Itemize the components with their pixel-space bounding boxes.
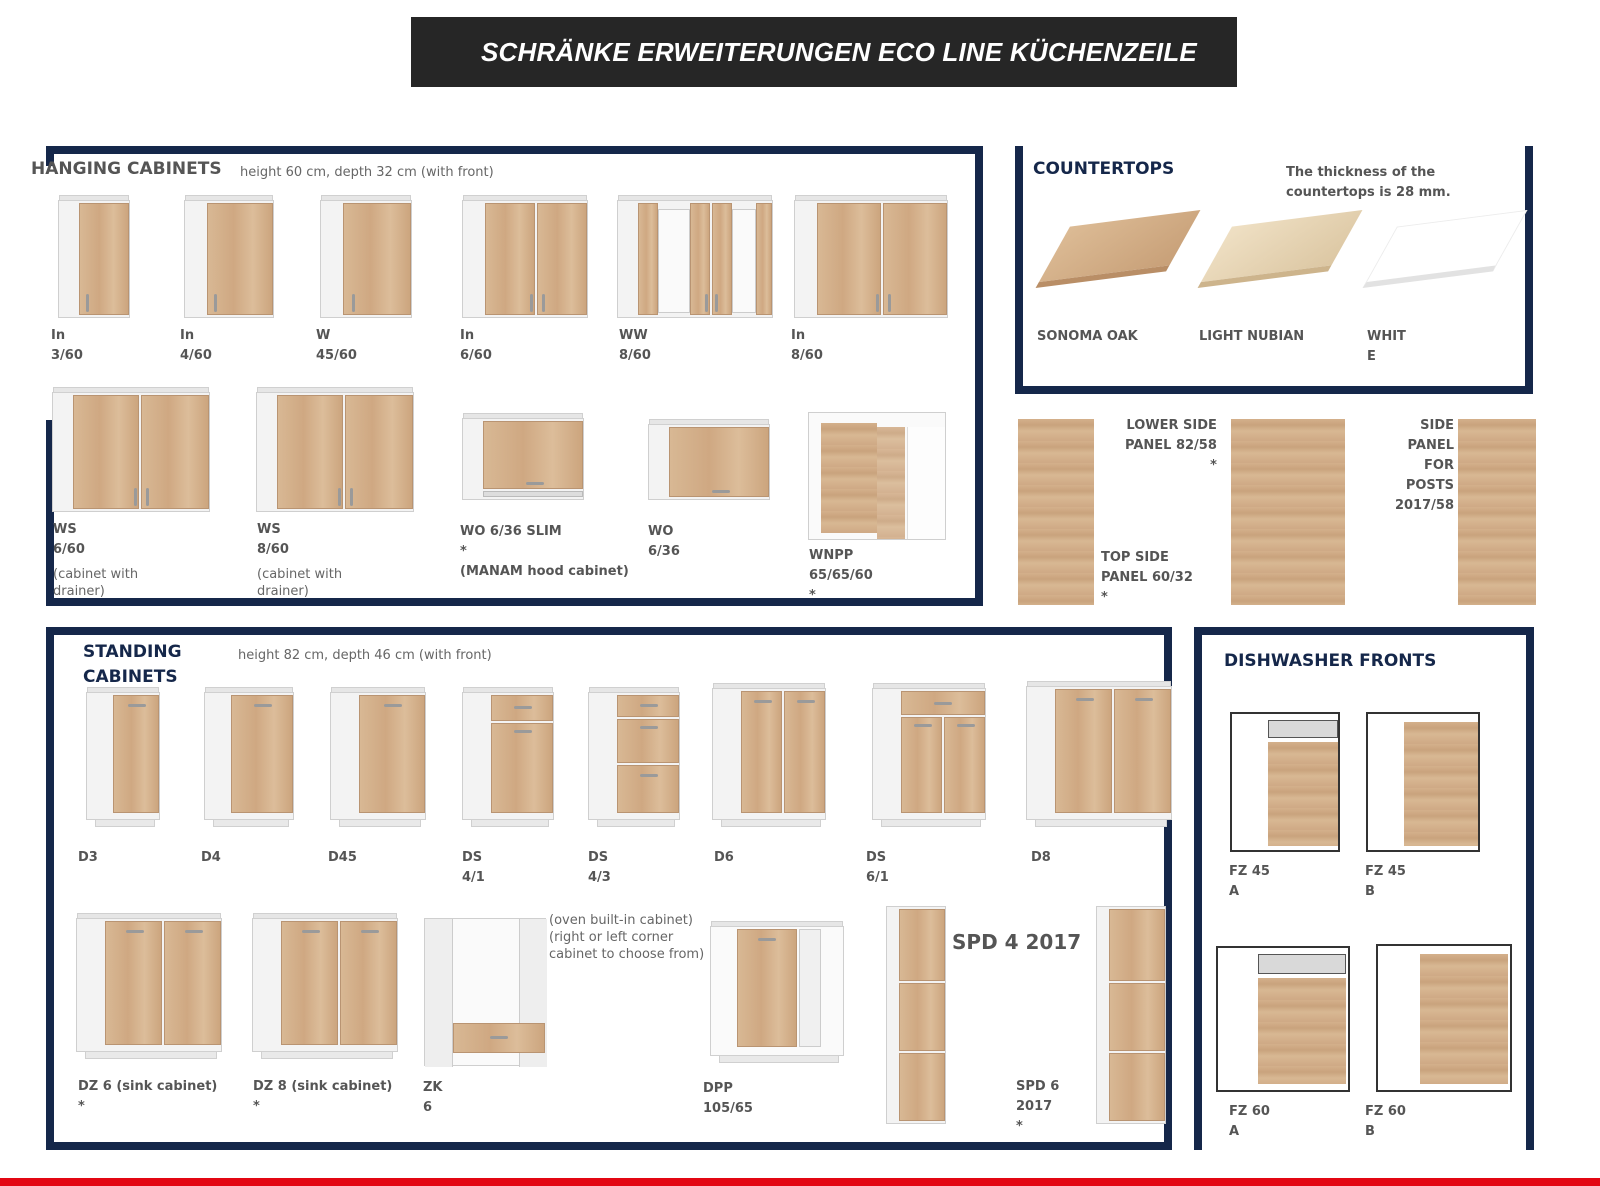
label-d45: D45 xyxy=(328,850,357,865)
dishwasher-title: DISHWASHER FRONTS xyxy=(1224,651,1437,671)
cabinet-ds-4-1 xyxy=(462,687,554,827)
hanging-subtitle: height 60 cm, depth 32 cm (with front) xyxy=(240,165,494,180)
cabinet-ds-6-1 xyxy=(872,683,986,827)
control-panel xyxy=(1258,954,1346,974)
side-panel-posts-swatch xyxy=(1458,419,1536,605)
cabinet-spd-6-2017 xyxy=(1096,906,1166,1124)
top-side-panel-swatch xyxy=(1018,419,1094,605)
cabinet-spd-4-2017 xyxy=(886,906,946,1124)
cabinet-dz-6-sink xyxy=(76,913,222,1059)
label-spd-4-2017: SPD 4 2017 xyxy=(952,930,1082,954)
label-ws-8-60: WS 8/60 xyxy=(257,522,289,557)
label-lower-side-panel: LOWER SIDE PANEL 82/58 * xyxy=(1125,418,1217,473)
countertops-panel xyxy=(1015,146,1533,394)
cabinet-ds-4-3 xyxy=(588,687,680,827)
label-d6: D6 xyxy=(714,850,734,865)
label-spd-6-2017: SPD 6 2017 * xyxy=(1016,1079,1060,1134)
page-banner: SCHRÄNKE ERWEITERUNGEN ECO LINE KÜCHENZE… xyxy=(411,17,1237,87)
cabinet-ws-6-60 xyxy=(52,387,210,512)
label-top-side-panel: TOP SIDE PANEL 60/32 * xyxy=(1101,550,1193,605)
cabinet-ww-8-60 xyxy=(617,195,773,318)
cabinet-d3 xyxy=(86,687,160,827)
label-zk-6: ZK 6 xyxy=(423,1080,443,1115)
label-light-nubian: LIGHT NUBIAN xyxy=(1199,329,1305,344)
cabinet-d8 xyxy=(1026,681,1172,827)
cabinet-wo-6-36 xyxy=(648,419,770,500)
cabinet-d4 xyxy=(204,687,294,827)
label-d4: D4 xyxy=(201,850,221,865)
label-wo-6-36-slim: WO 6/36 SLIM * (MANAM hood cabinet) xyxy=(460,524,629,579)
label-side-panel-posts: SIDE PANEL FOR POSTS 2017/58 xyxy=(1394,418,1454,513)
label-dpp-105-65: DPP 105/65 xyxy=(703,1081,753,1116)
standing-subtitle: height 82 cm, depth 46 cm (with front) xyxy=(238,648,492,663)
label-in-4-60: In 4/60 xyxy=(180,328,212,363)
countertops-top-edge-right xyxy=(1525,146,1533,154)
footer-red-bar xyxy=(0,1178,1600,1186)
cabinet-in-8-60 xyxy=(794,195,948,318)
cabinet-wo-6-36-slim xyxy=(462,413,584,500)
cabinet-dpp-105-65 xyxy=(710,921,844,1063)
label-ds-4-3: DS 4/3 xyxy=(588,850,611,885)
countertops-title: COUNTERTOPS xyxy=(1033,159,1175,179)
cabinet-d45 xyxy=(330,687,426,827)
label-in-3-60: In 3/60 xyxy=(51,328,83,363)
label-dz-6-sink: DZ 6 (sink cabinet) * xyxy=(78,1079,218,1114)
label-ws-6-60: WS 6/60 xyxy=(53,522,85,557)
hanging-title: HANGING CABINETS xyxy=(31,159,222,179)
cabinet-ws-8-60 xyxy=(256,387,414,512)
banner-title: SCHRÄNKE ERWEITERUNGEN ECO LINE KÜCHENZE… xyxy=(481,36,1197,67)
hanging-left-edge xyxy=(46,146,54,166)
label-ww-8-60: WW 8/60 xyxy=(619,328,651,363)
standing-title: STANDING CABINETS xyxy=(83,642,182,687)
hanging-cabinets-panel xyxy=(46,146,983,606)
label-in-8-60: In 8/60 xyxy=(791,328,823,363)
label-white: WHIT E xyxy=(1367,329,1406,364)
lower-side-panel-swatch xyxy=(1231,419,1345,605)
label-sonoma-oak: SONOMA OAK xyxy=(1037,329,1138,344)
oven-cabinet-note: (oven built-in cabinet) (right or left c… xyxy=(549,913,705,962)
label-fz-45-b: FZ 45 B xyxy=(1365,864,1406,899)
label-d3: D3 xyxy=(78,850,98,865)
hanging-left-edge-bottom xyxy=(46,420,54,606)
label-wnpp-65-65-60: WNPP 65/65/60 * xyxy=(809,548,873,598)
dishwasher-fz-45-b xyxy=(1366,712,1480,852)
label-wo-6-36: WO 6/36 xyxy=(648,524,680,559)
control-panel xyxy=(1268,720,1338,738)
label-d8: D8 xyxy=(1031,850,1051,865)
cabinet-wnpp-65-65-60 xyxy=(808,412,946,540)
label-fz-60-b: FZ 60 B xyxy=(1365,1104,1406,1139)
dishwasher-fronts-panel xyxy=(1194,627,1534,1150)
dishwasher-fz-60-b xyxy=(1376,944,1512,1092)
label-ds-6-1: DS 6/1 xyxy=(866,850,889,885)
countertops-top-edge xyxy=(1015,146,1023,154)
dishwasher-fz-45-a xyxy=(1230,712,1340,852)
label-dz-8-sink: DZ 8 (sink cabinet) * xyxy=(253,1079,393,1114)
label-in-6-60: In 6/60 xyxy=(460,328,492,363)
dishwasher-fz-60-a xyxy=(1216,946,1350,1092)
cabinet-in-6-60 xyxy=(462,195,588,318)
cabinet-zk-6-oven xyxy=(424,918,547,1067)
cabinet-in-4-60 xyxy=(184,195,274,318)
label-fz-45-a: FZ 45 A xyxy=(1229,864,1270,899)
note-ws-6-60: (cabinet with drainer) xyxy=(53,567,139,598)
standing-cabinets-panel xyxy=(46,627,1172,1150)
cabinet-dz-8-sink xyxy=(252,913,398,1059)
countertops-thickness-note: The thickness of the countertops is 28 m… xyxy=(1286,165,1451,200)
cabinet-w-45-60 xyxy=(320,195,412,318)
label-w-45-60: W 45/60 xyxy=(316,328,357,363)
cabinet-d6 xyxy=(712,683,826,827)
note-ws-8-60: (cabinet with drainer) xyxy=(257,567,343,598)
cabinet-in-3-60 xyxy=(58,195,130,318)
label-ds-4-1: DS 4/1 xyxy=(462,850,485,885)
label-fz-60-a: FZ 60 A xyxy=(1229,1104,1270,1139)
